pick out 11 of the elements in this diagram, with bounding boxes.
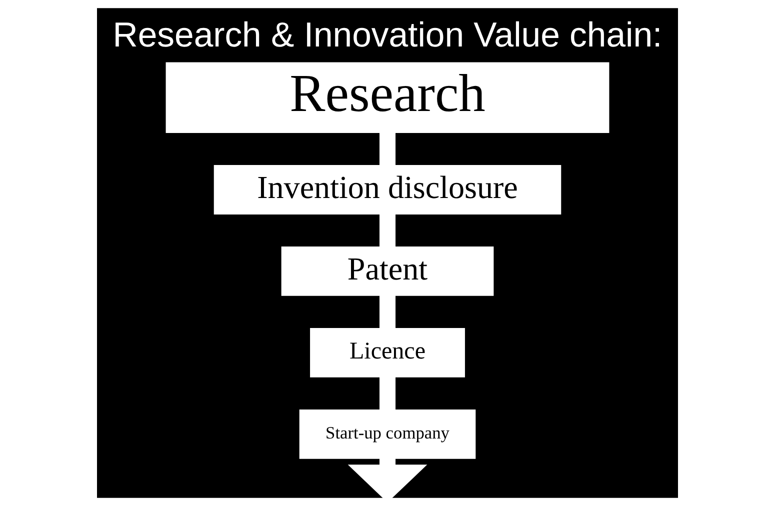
node-box: Patent xyxy=(281,246,494,296)
connector xyxy=(379,295,396,328)
node-box: Invention disclosure xyxy=(214,165,562,214)
node-box: Start-up company xyxy=(299,409,476,459)
diagram-title: Research & Innovation Value chain: xyxy=(112,16,662,55)
connector xyxy=(379,132,396,166)
node-box: Research xyxy=(166,62,610,133)
connector xyxy=(379,376,396,410)
node-box: Licence xyxy=(310,328,465,378)
arrow xyxy=(348,458,428,498)
connector xyxy=(379,214,396,247)
